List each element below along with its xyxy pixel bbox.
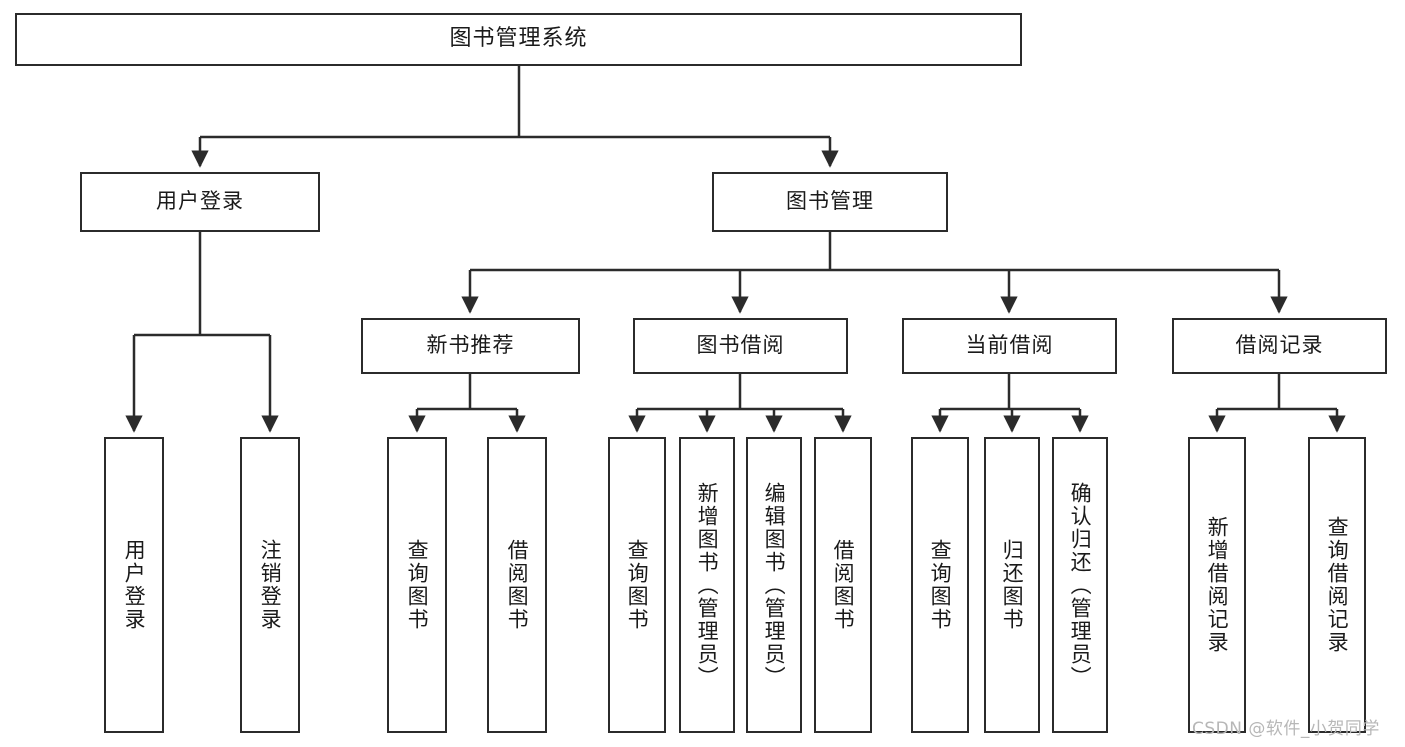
node-label: 归还图书 <box>1000 539 1025 631</box>
node-label: 注销登录 <box>258 539 283 631</box>
node-leaf_add_book[interactable]: 新增图书（管理员） <box>679 437 735 733</box>
node-label: 借阅图书 <box>505 539 530 631</box>
node-label: 查询图书 <box>625 539 650 631</box>
node-label: 确认归还（管理员） <box>1068 481 1093 689</box>
node-leaf_edit_book[interactable]: 编辑图书（管理员） <box>746 437 802 733</box>
node-leaf_return_book[interactable]: 归还图书 <box>984 437 1040 733</box>
node-label: 用户登录 <box>156 189 244 214</box>
node-leaf_query_record[interactable]: 查询借阅记录 <box>1308 437 1366 733</box>
csdn-watermark: CSDN @软件_小贺同学 <box>1192 719 1380 739</box>
node-label: 新增借阅记录 <box>1205 516 1230 654</box>
node-label: 新书推荐 <box>426 333 515 358</box>
node-label: 图书借阅 <box>696 333 785 358</box>
node-label: 借阅记录 <box>1235 333 1324 358</box>
node-root[interactable]: 图书管理系统 <box>15 13 1022 66</box>
node-borrow_record[interactable]: 借阅记录 <box>1172 318 1387 374</box>
node-leaf_query_book_3[interactable]: 查询图书 <box>911 437 969 733</box>
node-current_borrow[interactable]: 当前借阅 <box>902 318 1117 374</box>
node-book_manage[interactable]: 图书管理 <box>712 172 948 232</box>
node-label: 编辑图书（管理员） <box>762 481 787 689</box>
node-label: 借阅图书 <box>831 539 856 631</box>
node-leaf_borrow_book_1[interactable]: 借阅图书 <box>487 437 547 733</box>
node-leaf_query_book_2[interactable]: 查询图书 <box>608 437 666 733</box>
node-label: 图书管理系统 <box>449 26 588 52</box>
node-label: 新增图书（管理员） <box>695 481 720 689</box>
node-user_login[interactable]: 用户登录 <box>80 172 320 232</box>
node-leaf_borrow_book_2[interactable]: 借阅图书 <box>814 437 872 733</box>
node-leaf_logout[interactable]: 注销登录 <box>240 437 300 733</box>
node-leaf_query_book_1[interactable]: 查询图书 <box>387 437 447 733</box>
node-label: 用户登录 <box>122 539 147 631</box>
node-label: 当前借阅 <box>965 333 1054 358</box>
node-label: 查询图书 <box>928 539 953 631</box>
node-leaf_user_login[interactable]: 用户登录 <box>104 437 164 733</box>
node-leaf_add_record[interactable]: 新增借阅记录 <box>1188 437 1246 733</box>
node-leaf_confirm_return[interactable]: 确认归还（管理员） <box>1052 437 1108 733</box>
node-label: 图书管理 <box>786 189 874 214</box>
node-book_borrow[interactable]: 图书借阅 <box>633 318 848 374</box>
node-label: 查询借阅记录 <box>1325 516 1350 654</box>
node-new_book_rec[interactable]: 新书推荐 <box>361 318 580 374</box>
node-label: 查询图书 <box>405 539 430 631</box>
